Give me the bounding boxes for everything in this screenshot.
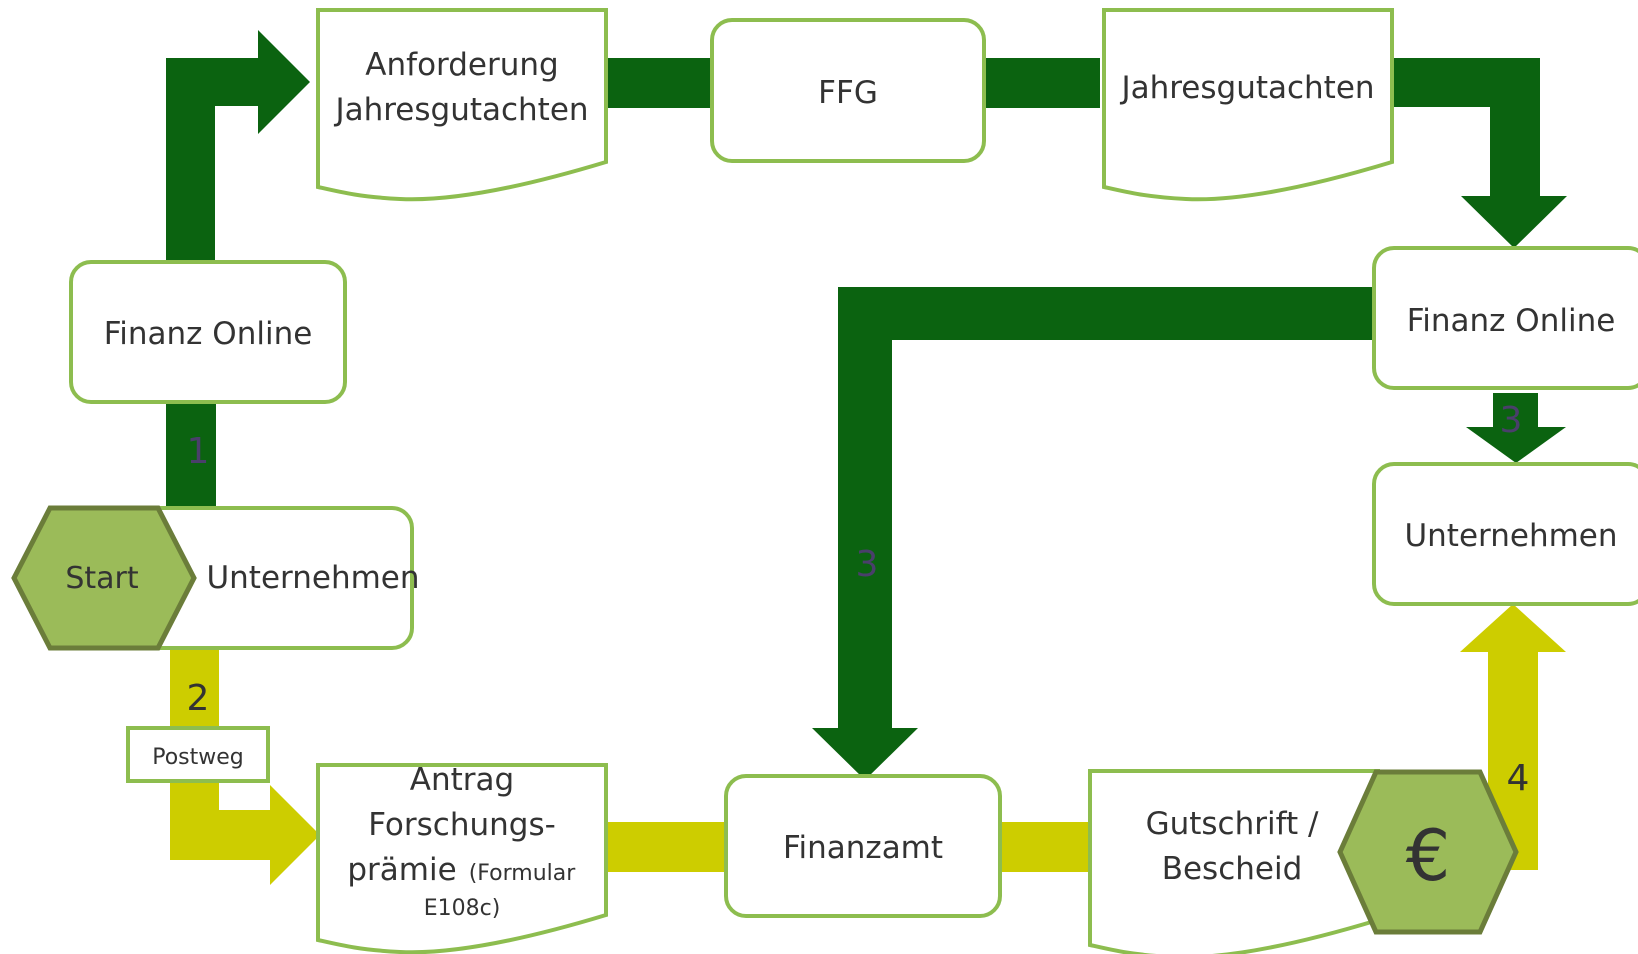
anforderung-line2: Jahresgutachten: [333, 92, 588, 128]
antrag-line2: Forschungs-: [368, 807, 556, 843]
connector-anforderung-ffg: [600, 58, 710, 108]
connector-ffg-jahresgutachten: [980, 58, 1100, 108]
node-finanzamt: [724, 774, 1002, 918]
arrow-to-unternehmen-end: [1460, 604, 1566, 870]
unternehmen-start-label: Unternehmen: [206, 560, 419, 596]
connector-finanz-online-to-unternehmen: [166, 400, 216, 510]
antrag-line3: prämie: [347, 852, 456, 888]
unternehmen-end-label: Unternehmen: [1404, 518, 1617, 554]
arrow-finanz-online-to-finanzamt: [812, 287, 1375, 780]
connector-antrag-finanzamt: [600, 822, 730, 872]
step-3-vertical-label: 3: [856, 544, 879, 585]
antrag-note2: E108c): [424, 896, 501, 921]
anforderung-line1: Anforderung: [365, 47, 558, 83]
gutschrift-line1: Gutschrift /: [1146, 806, 1319, 842]
node-ffg: [710, 18, 986, 163]
arrow-finanz-online-to-unternehmen: [1466, 393, 1566, 463]
node-unternehmen-end: [1372, 462, 1638, 606]
euro-hexagon: [1337, 769, 1519, 935]
euro-symbol: €: [1406, 815, 1451, 897]
antrag-note1: (Formular: [469, 861, 577, 886]
ffg-label: FFG: [818, 75, 878, 111]
step-2-label: 2: [187, 678, 210, 719]
arrow-to-anforderung: [166, 30, 310, 260]
node-gutschrift-bescheid: [1088, 769, 1380, 954]
arrow-to-finanz-online-right: [1390, 58, 1567, 248]
step-4-label: 4: [1507, 758, 1530, 799]
antrag-line1: Antrag: [410, 762, 514, 798]
step-1-label: 1: [187, 431, 210, 472]
node-finanz-online-right: [1372, 246, 1638, 390]
arrow-to-antrag: [170, 650, 320, 885]
connector-finanzamt-gutschrift: [1000, 822, 1100, 872]
gutschrift-line2: Bescheid: [1162, 851, 1303, 887]
postweg-label: Postweg: [152, 745, 244, 770]
start-label: Start: [65, 561, 139, 596]
jahresgutachten-label: Jahresgutachten: [1119, 70, 1374, 106]
step-3-right-label: 3: [1500, 400, 1523, 441]
finanzamt-label: Finanzamt: [783, 830, 943, 866]
finanz-online-left-label: Finanz Online: [104, 316, 313, 352]
node-jahresgutachten: [1102, 8, 1394, 202]
start-hexagon: [11, 505, 197, 651]
finanz-online-right-label: Finanz Online: [1407, 303, 1616, 339]
node-finanz-online-left: [69, 260, 347, 404]
node-anforderung-jahresgutachten: [316, 8, 608, 202]
postweg-box: [126, 726, 270, 783]
node-antrag-forschungspraemie: [316, 763, 608, 954]
